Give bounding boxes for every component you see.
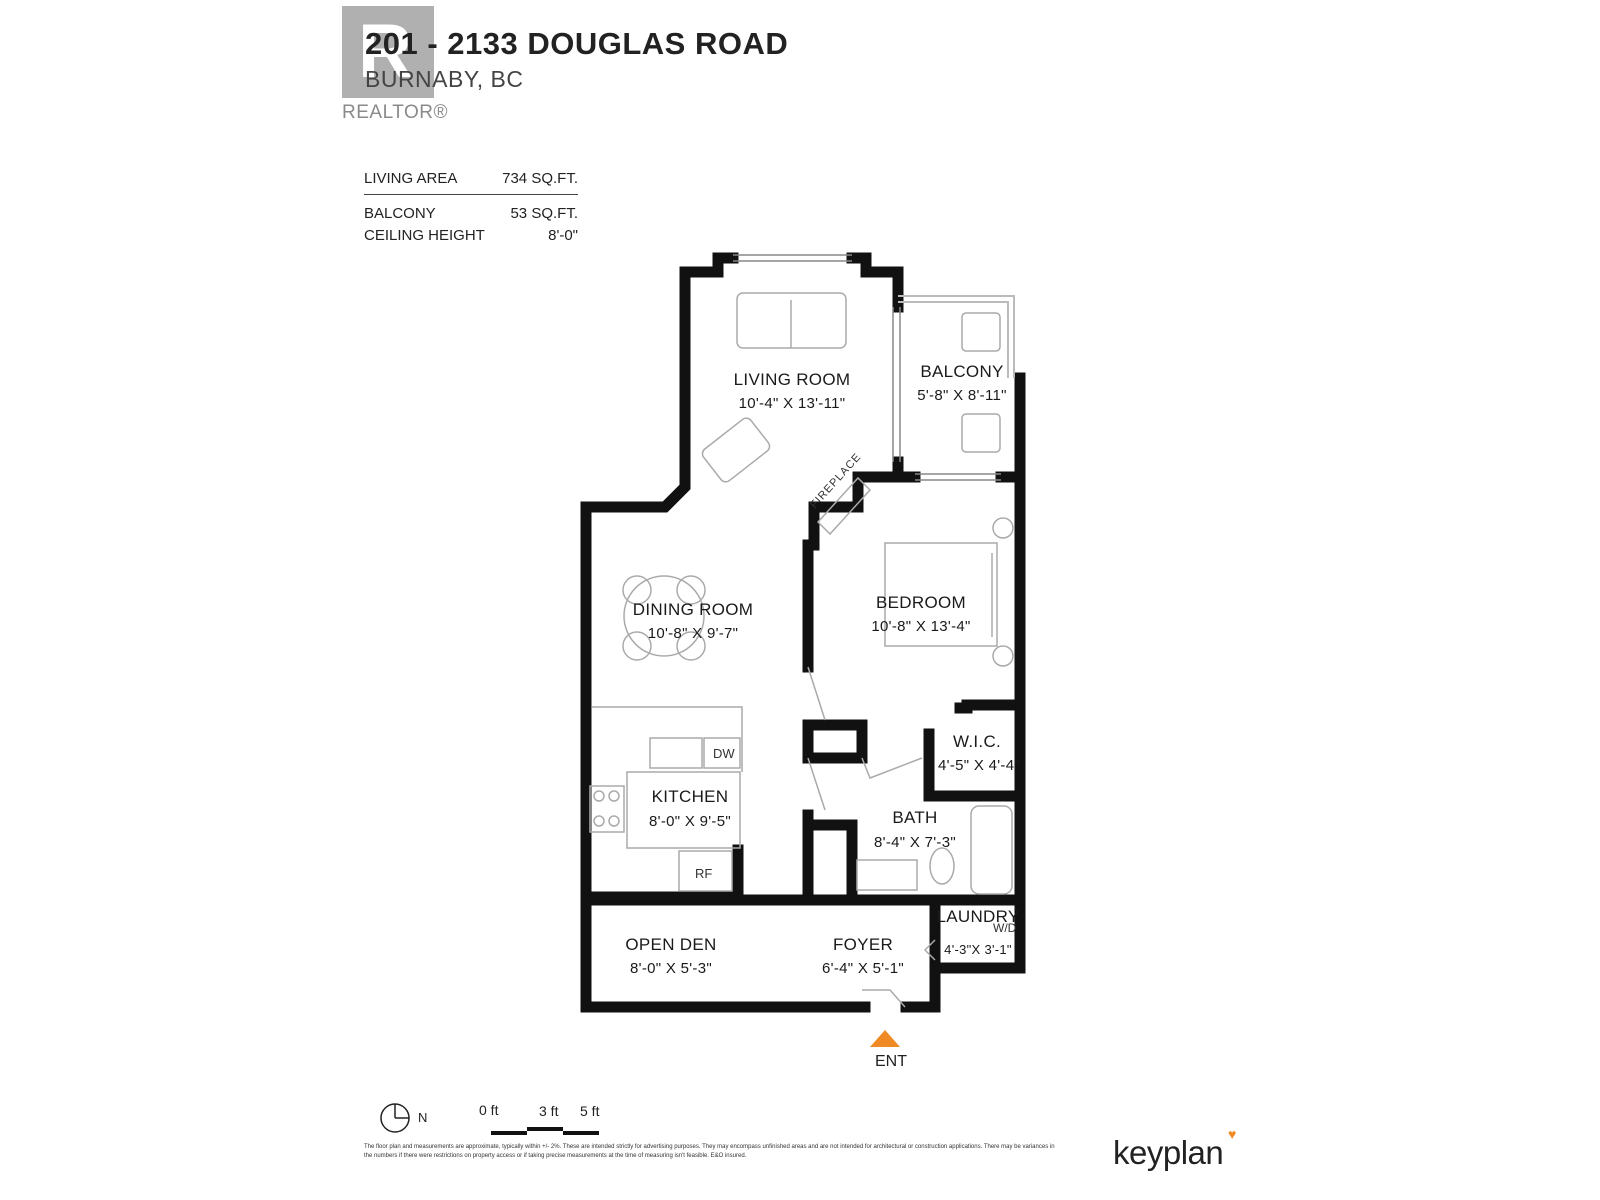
room-balcony-dims: 5'-8" X 8'-11" [917, 387, 1007, 404]
room-kitchen-dims: 8'-0" X 9'-5" [649, 813, 731, 830]
armchair-icon [701, 417, 771, 483]
toilet-icon [929, 847, 955, 885]
door-bedroom [807, 666, 826, 721]
room-dining-room-dims: 10'-8" X 9'-7" [647, 625, 739, 642]
room-living-room-dims: 10'-4" X 13'-11" [738, 395, 846, 412]
wall-living-northeast [846, 252, 904, 313]
wall-closet-block [802, 719, 868, 764]
washer-dryer-label: W/D [993, 921, 1017, 935]
room-open-den-dims: 8'-0" X 5'-3" [630, 960, 712, 977]
kitchen-island [626, 771, 741, 849]
keyplan-logo: keyplan [1113, 1134, 1224, 1171]
fireplace-icon [816, 476, 872, 536]
wall-wic-top [954, 699, 1026, 714]
realtor-wordmark: REALTOR® [342, 102, 448, 123]
room-bedroom-name: BEDROOM [876, 593, 966, 612]
furniture [589, 292, 1014, 1008]
room-wic-name: W.I.C. [952, 732, 1002, 751]
kitchen-counter [592, 706, 743, 772]
room-bath-dims: 8'-4" X 7'-3" [874, 834, 956, 851]
room-bath-name: BATH [892, 808, 938, 827]
room-foyer-dims: 6'-4" X 5'-1" [822, 960, 904, 977]
stove-icon [589, 785, 625, 833]
bed-icon [884, 542, 998, 647]
balcony-outline [898, 295, 1015, 378]
dishwasher-icon [703, 737, 741, 769]
door-entry [862, 989, 906, 1008]
scale-label-5: 5 ft [580, 1103, 600, 1119]
door-laundry [923, 939, 936, 961]
room-dining-room-name: DINING ROOM [632, 600, 754, 619]
keyplan-flame-icon: ♥ [1228, 1126, 1237, 1142]
room-balcony-name: BALCONY [920, 362, 1004, 381]
kitchen-sink-icon [649, 737, 703, 769]
realtor-logo-icon: R [342, 6, 434, 98]
wall-bath-inner [802, 819, 858, 906]
entrance-marker-icon [870, 1030, 900, 1047]
room-living-room-name: LIVING ROOM [733, 370, 851, 389]
disclaimer-text: The floor plan and measurements are appr… [364, 1144, 1055, 1159]
scale-label-3: 3 ft [539, 1103, 559, 1119]
stat-value: 53 SQ.FT. [510, 205, 578, 222]
room-laundry-dims: 4'-3"X 3'-1" [944, 942, 1012, 957]
windows [733, 254, 1001, 481]
balcony-chair-icon [961, 413, 1001, 453]
room-bedroom-dims: 10'-8" X 13'-4" [871, 618, 971, 635]
dishwasher-label: DW [713, 746, 735, 761]
room-wic-dims: 4'-5" X 4'-4" [938, 757, 1020, 774]
nightstand-icon [992, 517, 1014, 539]
stat-row-balcony: BALCONY 53 SQ.FT. [364, 203, 578, 225]
door-bath [807, 757, 826, 811]
door-wic [861, 757, 923, 779]
listing-address: 201 - 2133 DOUGLAS ROAD [365, 26, 789, 61]
wall-wic-bottom [923, 728, 1026, 802]
scale-label-0: 0 ft [479, 1102, 499, 1118]
fridge-icon [678, 850, 733, 892]
balcony-chair-icon [961, 312, 1001, 352]
stat-value: 734 SQ.FT. [502, 170, 578, 187]
stat-label: LIVING AREA [364, 170, 458, 187]
dining-table-icon [623, 575, 705, 657]
room-foyer-name: FOYER [832, 935, 894, 954]
compass-icon [380, 1103, 410, 1133]
entrance-label: ENT [875, 1053, 907, 1070]
compass-north-label: N [418, 1110, 428, 1125]
room-laundry-name: LAUNDRY [936, 907, 1020, 926]
fridge-label: RF [695, 866, 713, 881]
area-stats-table: LIVING AREA 734 SQ.FT. BALCONY 53 SQ.FT.… [364, 168, 578, 247]
vanity-icon [856, 859, 918, 891]
room-kitchen-name: KITCHEN [651, 787, 729, 806]
stat-label: BALCONY [364, 205, 436, 222]
nightstand-icon [992, 645, 1014, 667]
scale-bar [491, 1127, 599, 1135]
stat-row-living-area: LIVING AREA 734 SQ.FT. [364, 168, 578, 195]
wall-west [580, 252, 871, 1013]
realtor-watermark: R REALTOR® [342, 6, 448, 126]
stat-label: CEILING HEIGHT [364, 227, 485, 244]
bathtub-icon [970, 805, 1013, 895]
stat-value: 8'-0" [548, 227, 578, 244]
wall-kitchen-south [584, 844, 744, 903]
room-open-den-name: OPEN DEN [625, 935, 717, 954]
listing-city: BURNABY, BC [365, 66, 524, 92]
stat-row-ceiling-height: CEILING HEIGHT 8'-0" [364, 225, 578, 247]
